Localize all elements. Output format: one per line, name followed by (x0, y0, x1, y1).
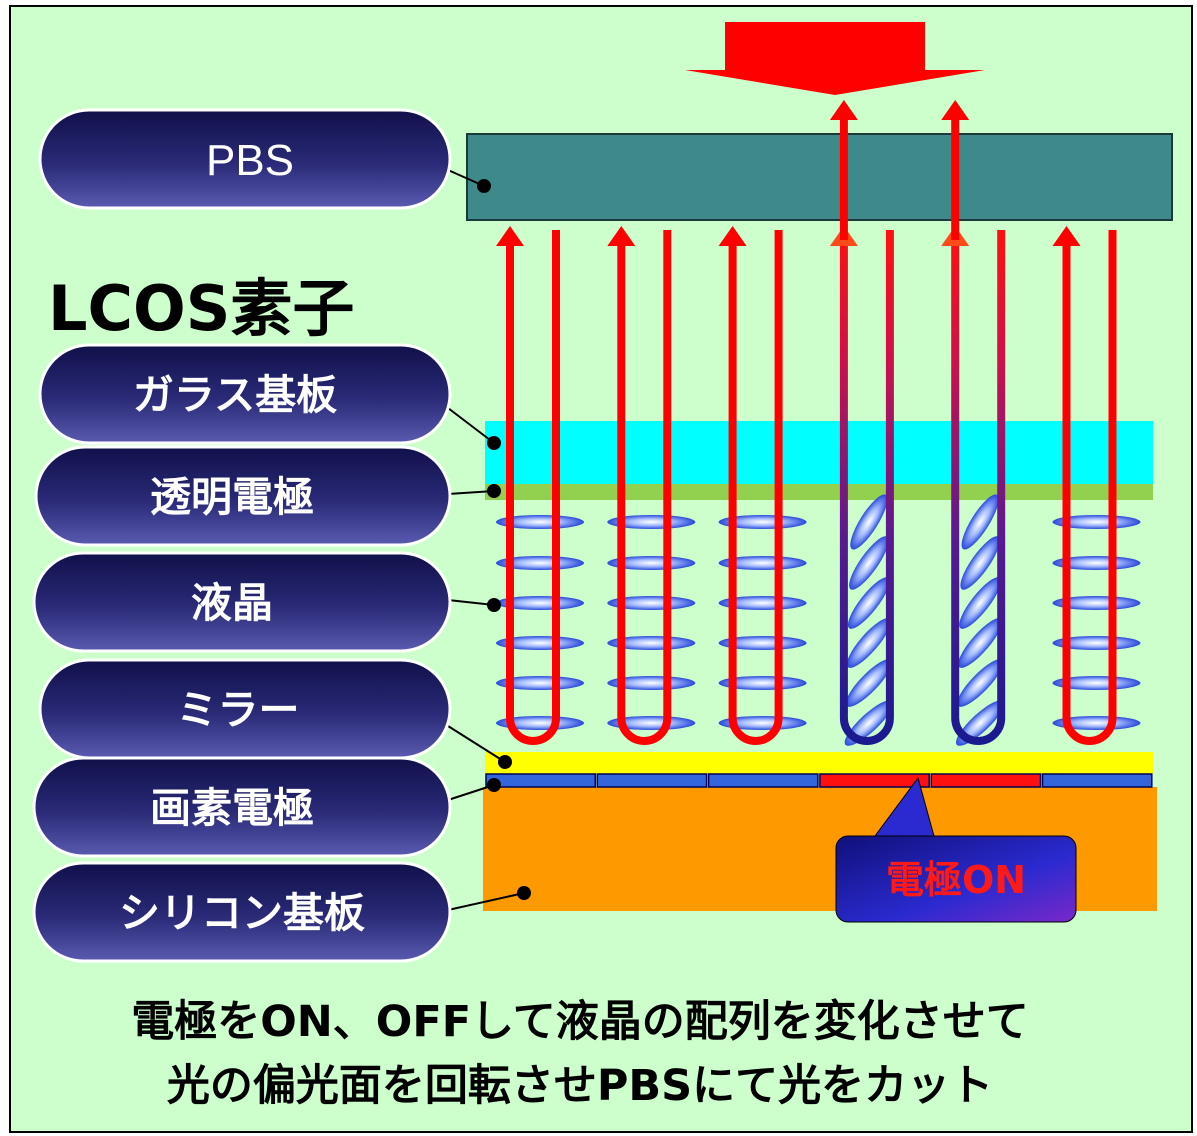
light-path-4 (839, 230, 894, 745)
lc-molecule-3-1 (718, 515, 807, 529)
light-paths (496, 100, 1117, 745)
pixel-electrode-6 (1041, 773, 1153, 788)
lc-molecule-6-5 (1052, 676, 1141, 690)
lc-molecule-1-2 (496, 556, 584, 570)
lc-molecule-5-5 (957, 659, 1004, 707)
pixel-electrode-4 (819, 773, 930, 788)
lc-molecule-2-5 (607, 676, 696, 690)
light-arrowhead-2 (607, 226, 636, 246)
electrode-on-callout-text: 電極ON (886, 858, 1026, 902)
label-silicon: シリコン基板 (32, 861, 452, 963)
light-path-2 (617, 230, 672, 745)
electrode-on-callout: 電極ON (835, 776, 1077, 923)
lc-molecule-5-3 (959, 577, 1002, 629)
light-arrowhead-1 (496, 226, 524, 246)
pixel-electrode-2 (596, 773, 708, 788)
lc-molecule-2-2 (607, 556, 696, 570)
pixel-electrode-1 (485, 773, 597, 788)
lc-molecule-4-3 (847, 577, 890, 629)
leader-lines (447, 169, 531, 911)
lc-molecule-4-4 (846, 618, 891, 668)
pixel-electrode-5 (930, 773, 1042, 788)
lc-molecule-5-4 (958, 618, 1003, 668)
light-arrowhead-6 (1052, 226, 1081, 246)
lc-molecule-2-4 (607, 636, 696, 650)
lc-molecule-2-1 (607, 515, 696, 529)
caption-line-1: 電極をON、OFFして液晶の配列を変化させて (131, 997, 1029, 1047)
label-liquid-crystal-text: 液晶 (191, 579, 273, 627)
light-path-6 (1062, 230, 1117, 745)
lc-molecule-1-4 (496, 636, 584, 650)
pixel-electrode-row (485, 773, 1153, 788)
pixel-electrode-3 (707, 773, 819, 788)
light-path-1 (506, 230, 560, 745)
lc-molecule-1-5 (496, 676, 584, 690)
label-glass: ガラス基板 (38, 343, 452, 445)
lc-molecule-3-5 (718, 676, 807, 690)
lc-molecule-4-2 (849, 536, 889, 590)
lc-molecule-1-6 (496, 716, 584, 730)
label-glass-text: ガラス基板 (133, 371, 337, 419)
light-path-3 (728, 230, 783, 745)
lc-molecule-6-3 (1052, 596, 1141, 610)
light-path-5 (951, 230, 1006, 745)
mirror-layer (485, 752, 1153, 774)
page-title: LCOS素子 (48, 272, 354, 345)
lc-molecule-3-3 (718, 596, 807, 610)
lc-molecule-1-3 (496, 596, 584, 610)
label-pbs-text: PBS (206, 136, 294, 185)
label-transparent-electrode: 透明電極 (34, 445, 452, 547)
lc-molecule-2-6 (607, 716, 696, 730)
lc-molecule-3-4 (718, 636, 807, 650)
label-pbs: PBS (38, 108, 452, 210)
lc-molecule-4-5 (845, 659, 893, 707)
lc-molecule-6-2 (1052, 556, 1141, 570)
lc-molecule-1-1 (496, 515, 584, 529)
lc-molecule-3-6 (718, 716, 807, 730)
exit-arrowhead-4 (829, 100, 858, 120)
transparent-electrode-layer (485, 484, 1153, 500)
lc-molecule-3-2 (718, 556, 807, 570)
lc-molecule-5-2 (960, 536, 1000, 590)
pbs-block (466, 133, 1173, 221)
glass-substrate-layer (485, 421, 1153, 484)
lc-molecule-6-6 (1052, 716, 1141, 730)
lc-molecule-4-1 (850, 494, 888, 550)
lc-molecule-5-1 (961, 494, 999, 550)
label-pixel-electrode-text: 画素電極 (150, 784, 314, 832)
light-arrowhead-3 (718, 226, 747, 246)
exit-arrowhead-5 (941, 100, 970, 120)
label-liquid-crystal: 液晶 (32, 551, 452, 653)
liquid-crystal-molecules (496, 494, 1141, 746)
lc-molecule-2-3 (607, 596, 696, 610)
lc-molecule-6-1 (1052, 515, 1141, 529)
caption-line-2: 光の偏光面を回転させPBSにて光をカット (167, 1061, 993, 1111)
incoming-light-arrow (685, 22, 985, 95)
lc-molecule-6-4 (1052, 636, 1141, 650)
label-mirror: ミラー (38, 658, 452, 760)
label-mirror-text: ミラー (177, 686, 300, 734)
label-silicon-text: シリコン基板 (119, 889, 365, 937)
label-pixel-electrode: 画素電極 (32, 756, 452, 858)
label-transparent-electrode-text: 透明電極 (150, 473, 314, 521)
